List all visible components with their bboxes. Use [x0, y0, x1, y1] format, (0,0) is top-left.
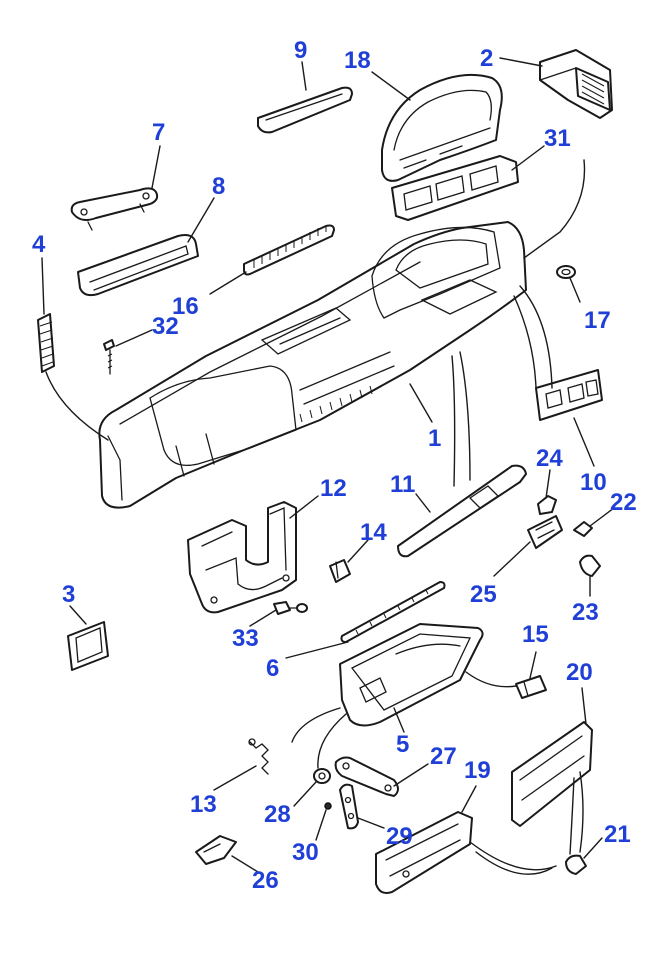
callout-9: 9: [294, 37, 307, 64]
callout-28: 28: [264, 801, 291, 828]
part-23-plug: [579, 554, 601, 577]
part-24-knob: [537, 495, 557, 515]
part-1-dashboard: [98, 221, 527, 509]
part-27-hinge-bar: [334, 756, 399, 797]
part-4-side-strip: [37, 313, 55, 373]
callout-33: 33: [232, 625, 259, 652]
part-8-panel-frame: [77, 234, 199, 297]
part-6-seal-strip: [340, 581, 446, 643]
part-17-grommet: [556, 265, 576, 279]
callout-11: 11: [390, 471, 415, 498]
callout-24: 24: [536, 445, 563, 472]
callout-13: 13: [190, 791, 217, 818]
part-3-small-frame: [67, 621, 109, 671]
callout-6: 6: [266, 655, 279, 682]
callout-14: 14: [360, 519, 387, 546]
part-13-spring: [248, 738, 269, 775]
wiring-harness: [45, 159, 586, 875]
callout-5: 5: [396, 731, 409, 758]
callout-27: 27: [430, 743, 457, 770]
part-21-grommet: [565, 854, 587, 875]
part-11-trim-strip: [397, 464, 527, 558]
part-25-switch: [527, 515, 563, 549]
callout-30: 30: [292, 839, 319, 866]
callout-20: 20: [566, 659, 593, 686]
part-20-side-panel: [511, 721, 593, 827]
callout-8: 8: [212, 173, 225, 200]
callout-4: 4: [32, 231, 46, 258]
part-12-center-bracket: [187, 501, 297, 614]
part-5-glove-box: [339, 623, 484, 727]
callout-23: 23: [572, 599, 599, 626]
part-26-clip: [195, 835, 237, 865]
part-30-screw: [324, 802, 332, 810]
part-32-screw: [103, 339, 115, 375]
part-15-latch: [515, 675, 547, 699]
callout-15: 15: [522, 621, 549, 648]
part-33-bolt: [273, 601, 308, 615]
callout-18: 18: [344, 47, 371, 74]
callout-12: 12: [320, 475, 347, 502]
part-22-clip: [573, 521, 593, 537]
part-10-switch-cluster: [535, 369, 603, 421]
callout-17: 17: [584, 307, 611, 334]
part-28-bushing: [313, 768, 331, 784]
callout-1: 1: [428, 425, 441, 452]
callout-31: 31: [544, 125, 571, 152]
part-16-defroster-grille: [243, 224, 335, 276]
part-31-switch-panel: [391, 155, 519, 221]
callout-16: 16: [172, 293, 199, 320]
part-7-bracket: [70, 187, 159, 231]
callout-26: 26: [252, 867, 279, 894]
callout-10: 10: [580, 469, 607, 496]
part-14-clip: [329, 559, 351, 583]
part-9-trim-panel: [257, 86, 353, 134]
part-29-plate: [339, 783, 359, 830]
part-18-cluster-hood: [381, 73, 503, 182]
callout-2: 2: [480, 45, 493, 72]
callout-32: 32: [152, 313, 179, 340]
callout-29: 29: [386, 823, 413, 850]
callout-leaders: [41, 57, 615, 873]
part-2-air-vent: [539, 49, 613, 119]
callout-3: 3: [62, 581, 75, 608]
callout-25: 25: [470, 581, 497, 608]
part-19-lower-cover: [375, 811, 473, 894]
callout-22: 22: [610, 489, 637, 516]
callout-21: 21: [604, 821, 631, 848]
callout-labels: 9 18 2 7 31 8 4 16 32 17 1 24 10 12 11 2…: [32, 37, 637, 894]
callout-19: 19: [464, 757, 491, 784]
callout-7: 7: [152, 119, 165, 146]
